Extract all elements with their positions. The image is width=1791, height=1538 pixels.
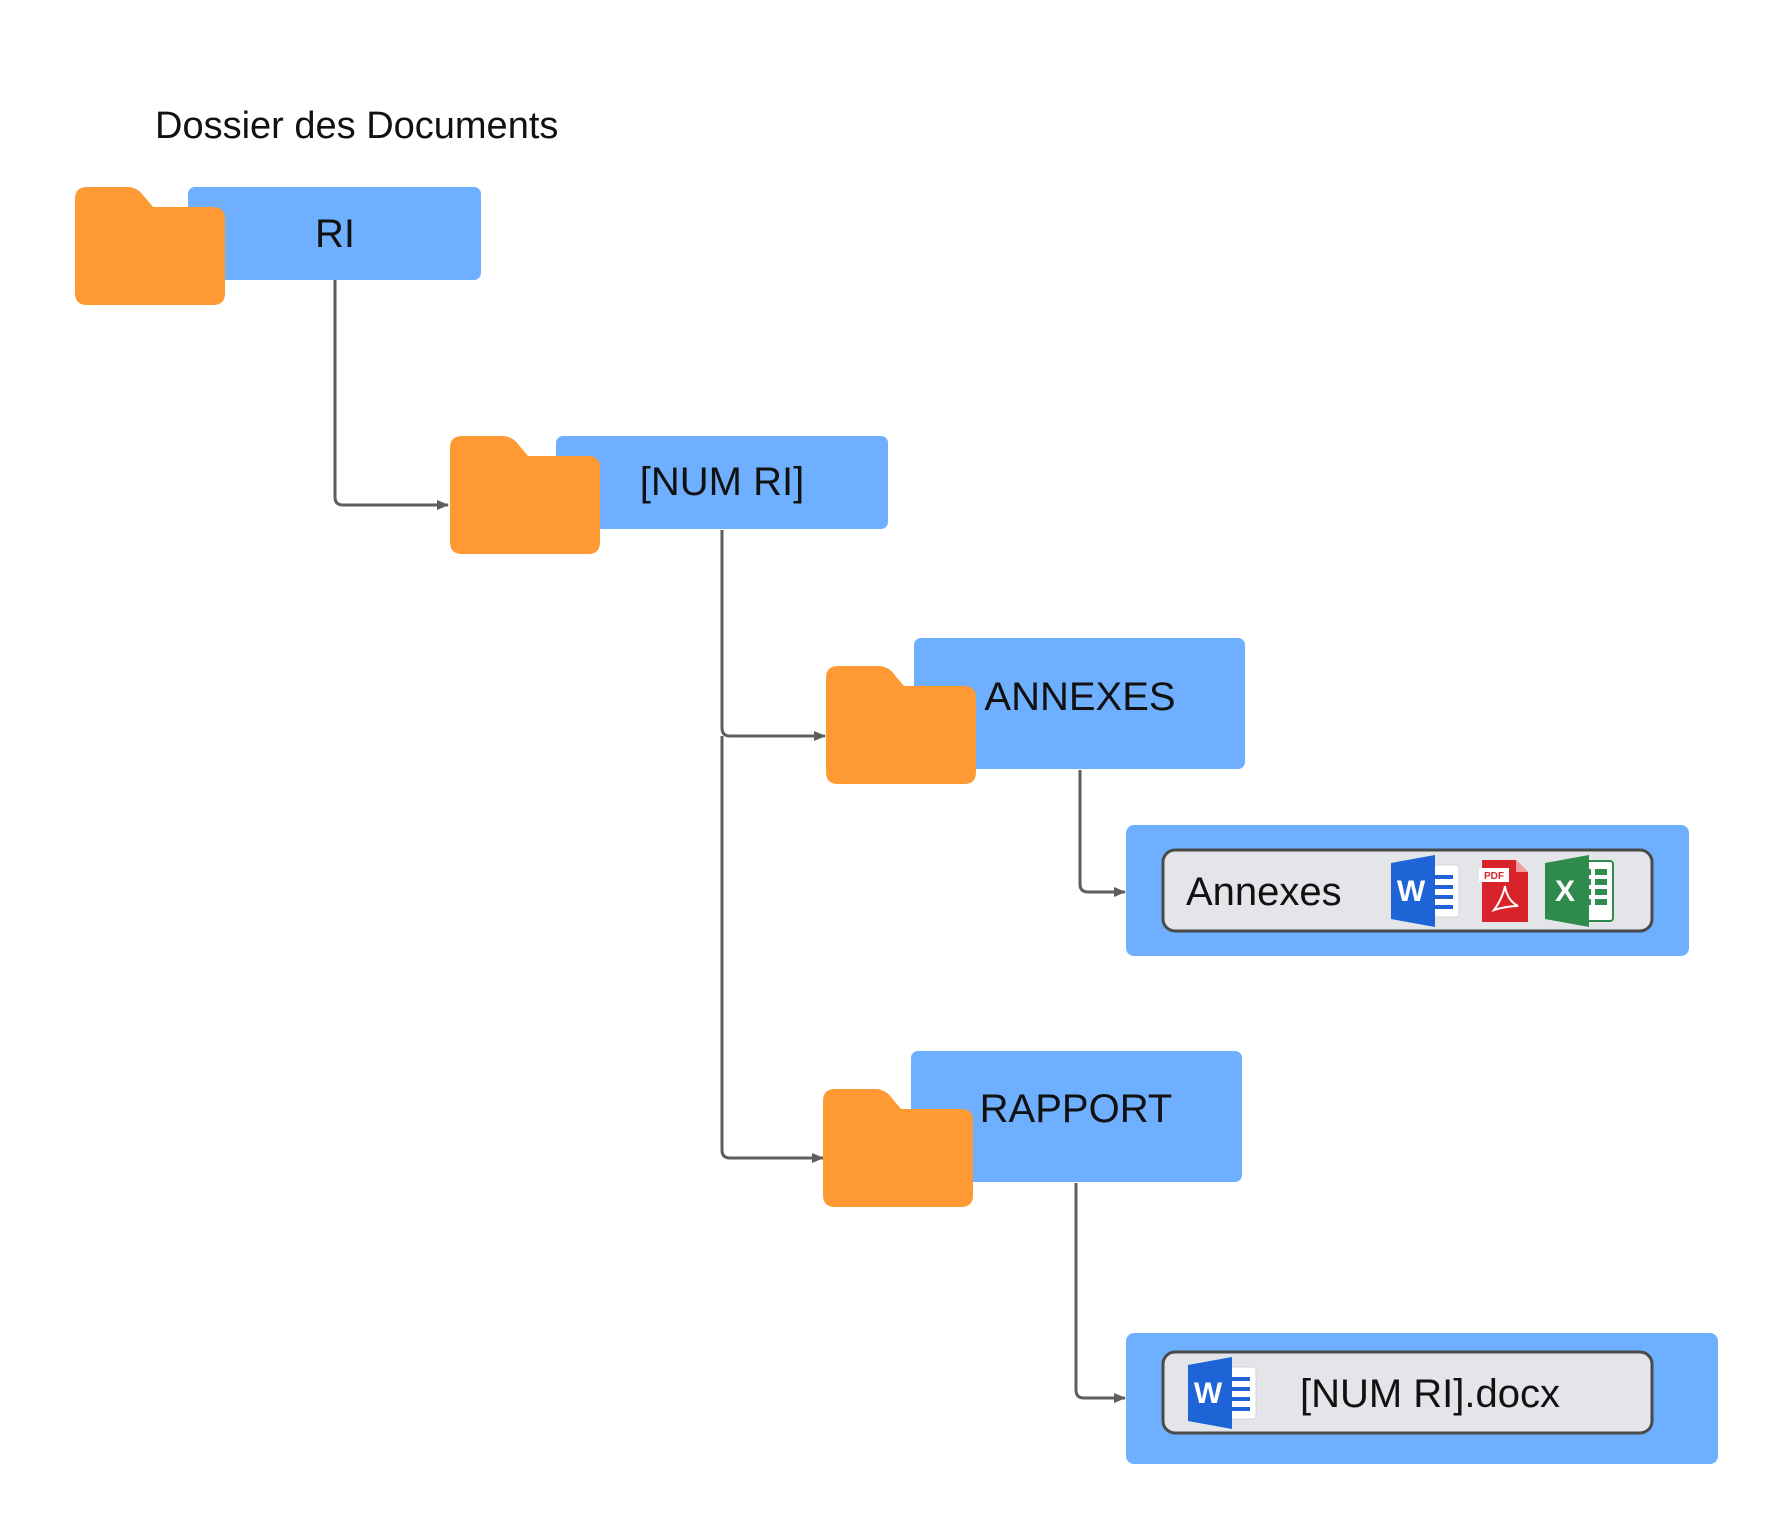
folder-rapport[interactable]: RAPPORT [823, 1051, 1242, 1207]
connector-annexes-to-file [1078, 770, 1126, 897]
file-item-box [1161, 1350, 1654, 1435]
connector-ri-to-num-ri [333, 280, 449, 510]
excel-icon: X [1545, 855, 1614, 927]
folder-label-box [556, 436, 888, 529]
pdf-glyph: PDF [1484, 871, 1504, 882]
folder-label-box [188, 187, 481, 280]
excel-glyph: X [1555, 875, 1575, 908]
folder-label: [NUM RI] [640, 460, 804, 504]
word-glyph: W [1194, 1377, 1223, 1410]
folder-label: RI [315, 212, 355, 256]
connector-num-ri-to-annexes [720, 530, 826, 741]
word-icon: W [1391, 855, 1460, 927]
file-label: [NUM RI].docx [1300, 1372, 1560, 1416]
file-group-rapport[interactable]: W [NUM RI].docx [1126, 1333, 1718, 1464]
folder-num-ri[interactable]: [NUM RI] [450, 436, 888, 554]
word-glyph: W [1397, 875, 1426, 908]
pdf-icon: PDF [1479, 860, 1528, 922]
folder-label: ANNEXES [984, 675, 1175, 719]
word-icon: W [1188, 1357, 1257, 1429]
connector-rapport-to-file [1074, 1183, 1126, 1403]
diagram-title: Dossier des Documents [155, 105, 558, 147]
file-group-annexes[interactable]: Annexes W PDF [1126, 825, 1689, 956]
folder-label-box [911, 1051, 1242, 1182]
file-label: Annexes [1186, 870, 1342, 914]
folder-label: RAPPORT [980, 1087, 1173, 1131]
folder-ri[interactable]: RI [75, 187, 481, 305]
folder-label-box [914, 638, 1245, 769]
folder-annexes[interactable]: ANNEXES [826, 638, 1245, 784]
connectors [333, 280, 1126, 1403]
connector-num-ri-to-rapport [720, 736, 824, 1163]
